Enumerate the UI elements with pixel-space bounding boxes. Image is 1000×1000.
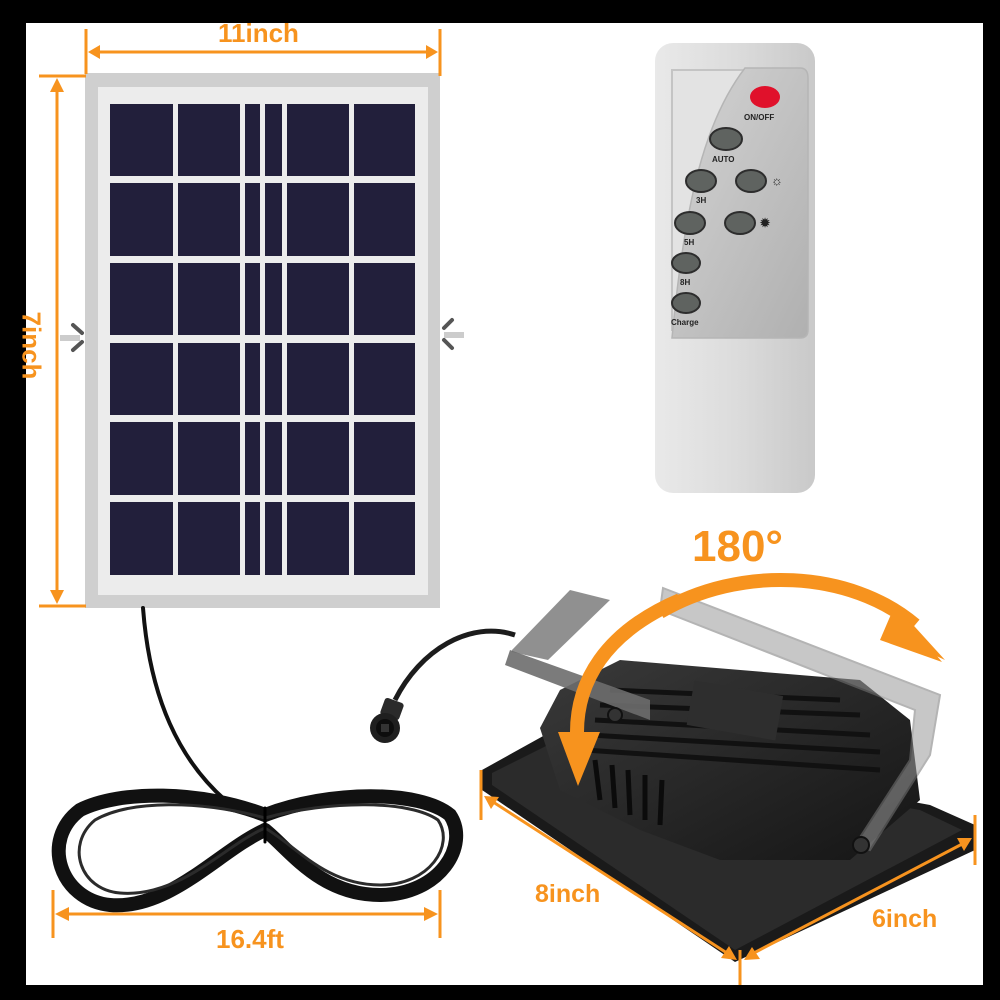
dimension-width-panel [84,29,442,76]
brightness-up-icon: ☼ [771,173,783,188]
wing-nut-left [60,323,84,352]
3h-button [685,169,717,193]
wing-nut-right [442,318,464,350]
onoff-button [750,86,780,108]
dimension-floodlight [479,770,977,985]
panel-width-label: 11inch [218,18,299,48]
5h-button [674,211,706,235]
8h-button [671,252,701,274]
rotation-arc [570,572,920,751]
brightness-up-button [735,169,767,193]
dimension-height-panel [39,74,86,608]
dimension-cable-length [51,890,442,938]
solar-panel [60,73,464,608]
floodlight [482,586,975,962]
rotation-arrowhead-right [895,605,945,660]
remote-control [655,43,815,493]
rotation-label: 180° [692,522,784,571]
rotation-arrowhead-left [558,732,600,786]
8h-label: 8H [680,278,691,287]
brightness-down-button [724,211,756,235]
floodlight-width-label: 6inch [872,905,938,933]
charge-button [671,292,701,314]
floodlight-length-label: 8inch [535,880,601,908]
5h-label: 5H [684,238,695,247]
cable-connector [370,628,516,743]
onoff-label: ON/OFF [744,113,775,122]
brightness-down-icon: ✹ [760,216,771,230]
auto-label: AUTO [712,155,735,164]
charge-label: Charge [671,318,699,327]
solar-cells [110,104,415,575]
panel-height-label: 7inch [16,311,47,380]
cable-length-label: 16.4ft [216,924,284,954]
auto-button [709,127,743,151]
3h-label: 3H [696,196,707,205]
cable-coil [51,606,464,913]
